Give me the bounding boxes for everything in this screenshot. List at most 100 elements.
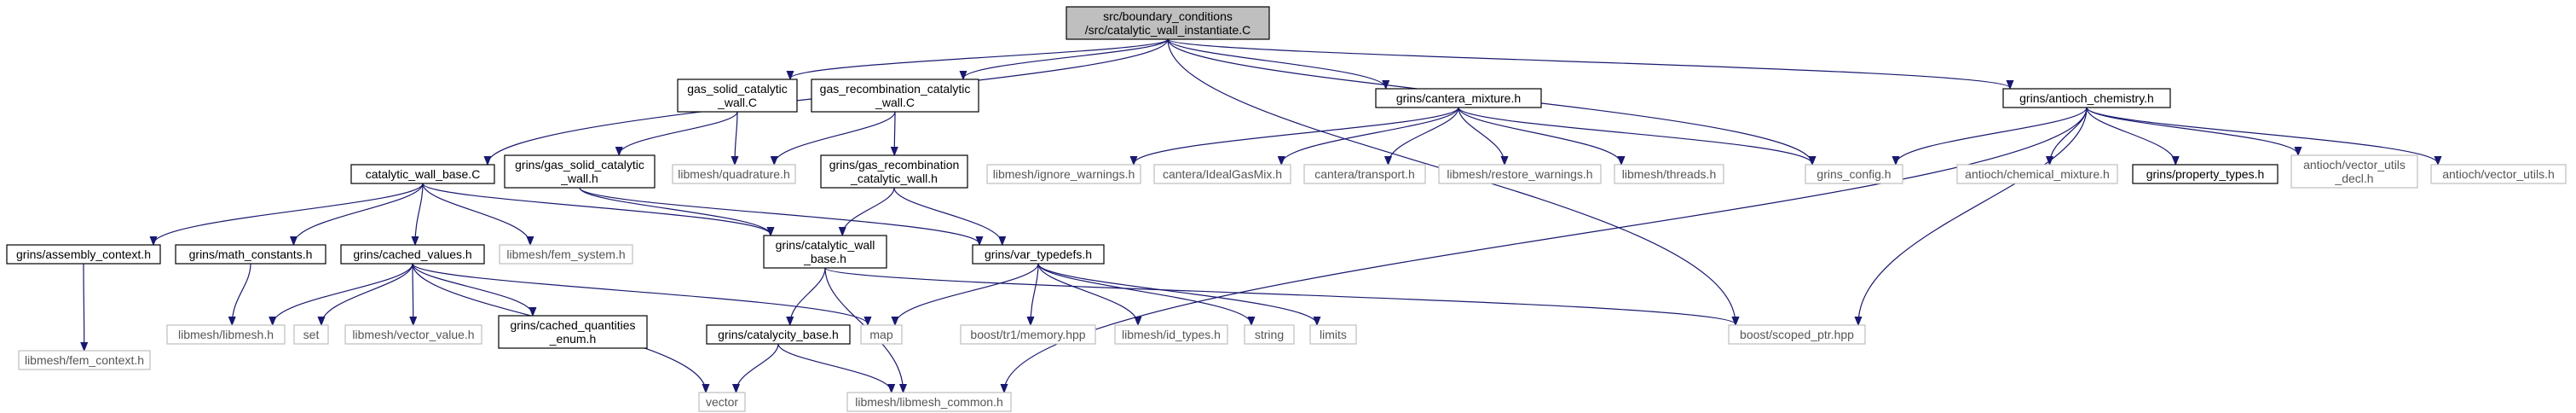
node-box: [960, 324, 1096, 345]
node-vector-utils[interactable]: antioch/vector_utils.h: [2430, 164, 2567, 184]
edge-gas-solid-C-to-gas-solid-h: [619, 111, 738, 154]
node-label: libmesh/fem_system.h: [506, 247, 625, 261]
edge-gas-recomb-C-to-gas-recomb-h: [894, 111, 895, 154]
node-cantera-mixture[interactable]: grins/cantera_mixture.h: [1375, 88, 1542, 108]
node-cached-quantities[interactable]: grins/cached_quantities_enum.h: [498, 315, 648, 349]
node-cached-values[interactable]: grins/cached_values.h: [340, 244, 485, 265]
node-box: [350, 164, 495, 184]
node-label: antioch/vector_utils.h: [2442, 167, 2555, 181]
node-label: libmesh/libmesh.h: [178, 328, 274, 341]
node-ignore-warnings[interactable]: libmesh/ignore_warnings.h: [986, 164, 1141, 184]
node-box: [1309, 324, 1357, 345]
edge-cached-values-to-cached-quantities: [412, 263, 533, 315]
edge-gas-recomb-C-to-quadrature: [774, 111, 896, 164]
node-vector-value[interactable]: libmesh/vector_value.h: [344, 324, 482, 345]
node-catalytic-wall-base-C[interactable]: catalytic_wall_base.C: [350, 164, 495, 184]
edge-cantera-mixture-to-cantera-transport: [1389, 107, 1459, 164]
node-ideal-gas-mix[interactable]: cantera/IdealGasMix.h: [1153, 164, 1291, 184]
node-limits[interactable]: limits: [1309, 324, 1357, 345]
node-map[interactable]: map: [860, 324, 903, 345]
node-box: [340, 244, 485, 265]
edge-catalycity-base-to-libmesh-common: [777, 343, 892, 392]
node-box: [166, 324, 286, 345]
node-cantera-transport[interactable]: cantera/transport.h: [1303, 164, 1426, 184]
node-libmesh-h[interactable]: libmesh/libmesh.h: [166, 324, 286, 345]
edge-catalytic-wall-base-C-to-fem-system: [422, 183, 530, 244]
node-label: libmesh/libmesh_common.h: [855, 395, 1003, 409]
edge-cantera-mixture-to-threads: [1458, 107, 1621, 164]
edge-gas-recomb-h-to-catalytic-wall-base-h: [842, 187, 895, 235]
node-id-types[interactable]: libmesh/id_types.h: [1114, 324, 1228, 345]
node-box: [677, 79, 798, 113]
edge-cached-values-to-set: [321, 263, 413, 324]
node-label: grins_config.h: [1816, 167, 1891, 181]
node-box: [706, 324, 851, 345]
node-box: [6, 244, 161, 265]
node-gas-recomb-C[interactable]: gas_recombination_catalytic_wall.C: [811, 79, 979, 113]
edge-gas-recomb-h-to-var-typedefs: [893, 187, 1002, 244]
node-property-types[interactable]: grins/property_types.h: [2132, 164, 2279, 184]
node-gas-solid-h[interactable]: grins/gas_solid_catalytic_wall.h: [504, 154, 656, 189]
node-label: libmesh/vector_value.h: [352, 328, 474, 341]
node-chemical-mixture[interactable]: antioch/chemical_mixture.h: [1956, 164, 2118, 184]
node-box: [18, 350, 151, 370]
node-box: [1244, 324, 1295, 345]
node-box: [1728, 324, 1866, 345]
node-label: libmesh/ignore_warnings.h: [993, 167, 1135, 181]
node-label: _catalytic_wall.h: [850, 172, 938, 185]
node-label: _wall.C: [717, 96, 757, 109]
edge-catalytic-wall-base-C-to-math-constants: [294, 183, 424, 244]
edge-antioch-chemistry-to-vector-utils: [2086, 107, 2438, 164]
node-restore-warnings[interactable]: libmesh/restore_warnings.h: [1438, 164, 1602, 184]
node-catalycity-base[interactable]: grins/catalycity_base.h: [706, 324, 851, 345]
node-boost-memory[interactable]: boost/tr1/memory.hpp: [960, 324, 1096, 345]
edge-catalytic-wall-base-C-to-catalytic-wall-base-h: [422, 183, 771, 235]
node-fem-context[interactable]: libmesh/fem_context.h: [18, 350, 151, 370]
node-set[interactable]: set: [293, 324, 329, 345]
node-label: boost/scoped_ptr.hpp: [1740, 328, 1854, 341]
node-antioch-chemistry[interactable]: grins/antioch_chemistry.h: [2002, 88, 2171, 108]
node-var-typedefs[interactable]: grins/var_typedefs.h: [972, 244, 1105, 265]
node-label: _base.h: [803, 252, 846, 265]
node-catalytic-wall-base-h[interactable]: grins/catalytic_wall_base.h: [763, 235, 887, 269]
edges-layer: [84, 38, 2438, 392]
node-label: grins/gas_solid_catalytic: [515, 158, 644, 172]
node-gas-recomb-h[interactable]: grins/gas_recombination_catalytic_wall.h: [820, 154, 968, 189]
edge-catalytic-wall-base-h-to-scoped-ptr: [824, 267, 1736, 324]
node-scoped-ptr[interactable]: boost/scoped_ptr.hpp: [1728, 324, 1866, 345]
node-quadrature[interactable]: libmesh/quadrature.h: [672, 164, 796, 184]
node-label: grins/cached_values.h: [353, 247, 471, 261]
node-box: [175, 244, 326, 265]
node-label: grins/catalytic_wall: [776, 238, 875, 252]
edge-root-to-cantera-mixture: [1167, 38, 1386, 88]
edge-antioch-chemistry-to-scoped-ptr: [1858, 107, 2088, 324]
node-box: [2002, 88, 2171, 108]
node-assembly-context[interactable]: grins/assembly_context.h: [6, 244, 161, 265]
node-vector-utils-decl[interactable]: antioch/vector_utils_decl.h: [2290, 154, 2418, 189]
edge-catalycity-base-to-vector: [736, 343, 779, 392]
edge-catalytic-wall-base-C-to-cached-values: [415, 183, 424, 244]
node-box: [1956, 164, 2118, 184]
edge-var-typedefs-to-map: [895, 263, 1039, 324]
node-label: limits: [1320, 328, 1347, 341]
node-fem-system[interactable]: libmesh/fem_system.h: [499, 244, 633, 265]
node-label: catalytic_wall_base.C: [366, 167, 481, 181]
edge-var-typedefs-to-limits: [1037, 263, 1317, 324]
node-label: antioch/vector_utils: [2303, 158, 2406, 172]
node-vector[interactable]: vector: [698, 392, 746, 412]
node-grins-config[interactable]: grins_config.h: [1805, 164, 1903, 184]
node-label: grins/gas_recombination: [829, 158, 960, 172]
node-label: src/boundary_conditions: [1103, 9, 1233, 23]
node-threads[interactable]: libmesh/threads.h: [1614, 164, 1724, 184]
node-label: grins/assembly_context.h: [16, 247, 151, 261]
edge-cached-values-to-map: [412, 263, 868, 324]
node-root[interactable]: src/boundary_conditions/src/catalytic_wa…: [1066, 6, 1270, 40]
node-math-constants[interactable]: grins/math_constants.h: [175, 244, 326, 265]
node-libmesh-common[interactable]: libmesh/libmesh_common.h: [846, 392, 1012, 412]
node-label: _wall.h: [560, 172, 598, 185]
node-string[interactable]: string: [1244, 324, 1295, 345]
node-label: gas_recombination_catalytic: [820, 82, 971, 96]
node-gas-solid-C[interactable]: gas_solid_catalytic_wall.C: [677, 79, 798, 113]
edge-antioch-chemistry-to-grins-config: [1896, 107, 2088, 164]
